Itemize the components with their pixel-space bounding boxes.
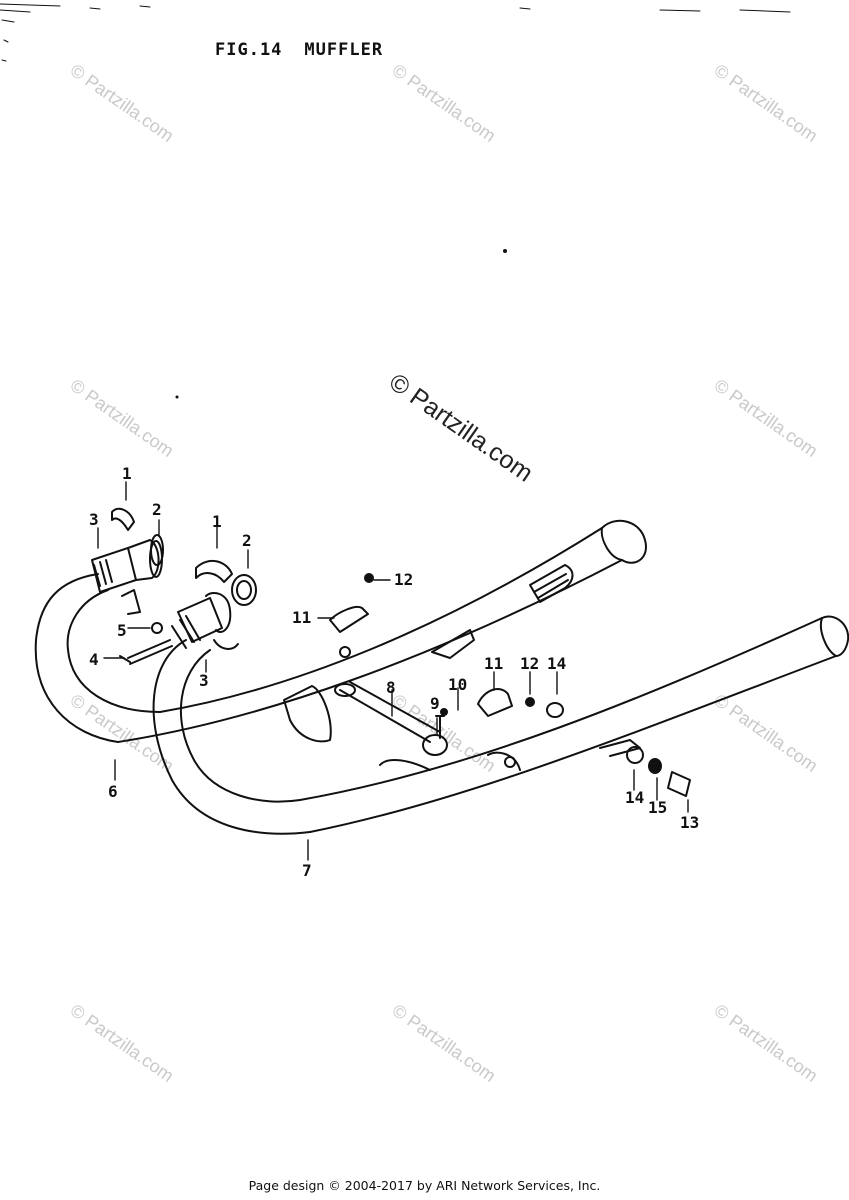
figure-title: FIG.14 MUFFLER xyxy=(215,40,383,60)
callout-12: 12 xyxy=(394,570,414,589)
exhaust-joint-right xyxy=(171,559,257,650)
scan-noise xyxy=(0,3,791,62)
callout-13: 13 xyxy=(680,813,700,832)
leader-lines xyxy=(97,481,689,861)
callout-8: 8 xyxy=(386,678,396,697)
figure-name: MUFFLER xyxy=(304,40,384,60)
muffler-right-part-7 xyxy=(152,615,849,835)
callout-1: 1 xyxy=(212,512,222,531)
callout-6: 6 xyxy=(108,782,118,801)
callout-4: 4 xyxy=(89,650,99,669)
speck xyxy=(503,249,507,253)
callout-10: 10 xyxy=(448,675,468,694)
muffler-left-part-6 xyxy=(34,519,647,743)
callout-7: 7 xyxy=(302,861,312,880)
callout-14: 14 xyxy=(625,788,645,807)
callout-3: 3 xyxy=(199,671,209,690)
muffler-stay-part-8 xyxy=(283,606,516,771)
callout-5: 5 xyxy=(117,621,127,640)
callout-12: 12 xyxy=(520,654,540,673)
callout-11: 11 xyxy=(292,608,312,627)
callout-3: 3 xyxy=(89,510,99,529)
hardware-fasteners xyxy=(364,573,691,797)
callout-11: 11 xyxy=(484,654,504,673)
callout-2: 2 xyxy=(152,500,162,519)
callout-14: 14 xyxy=(547,654,567,673)
speck xyxy=(175,395,179,399)
page-footer: Page design © 2004-2017 by ARI Network S… xyxy=(248,1178,601,1193)
callout-2: 2 xyxy=(242,531,252,550)
callout-1: 1 xyxy=(122,464,132,483)
exhaust-joint-left xyxy=(91,507,173,665)
callout-15: 15 xyxy=(648,798,668,817)
figure-number: FIG.14 xyxy=(215,40,283,60)
callout-9: 9 xyxy=(430,694,440,713)
